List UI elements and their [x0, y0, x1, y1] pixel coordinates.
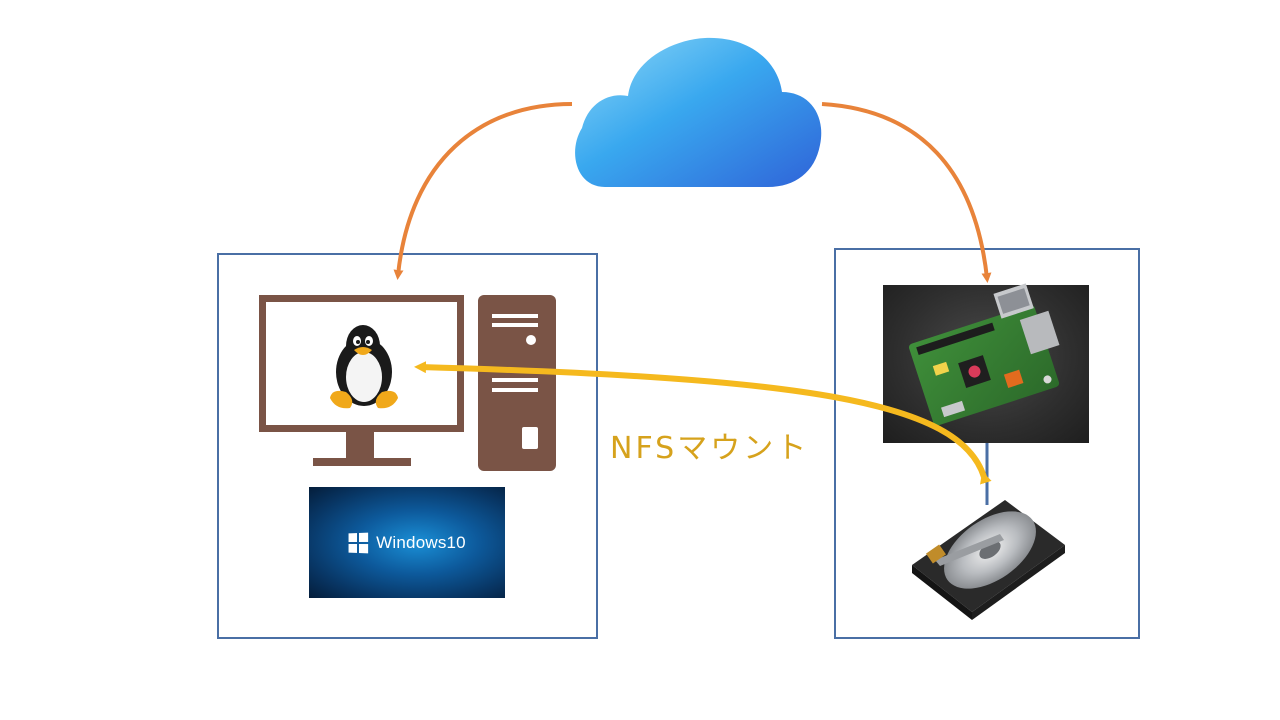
nfs-mount-label: NFSマウント — [610, 431, 810, 466]
cloud-icon — [575, 37, 822, 187]
desktop-computer-icon — [259, 295, 556, 471]
windows-logo-icon: Windows10 — [309, 487, 505, 598]
hard-disk-drive-icon — [912, 500, 1065, 620]
cloud-to-pi-arrow — [821, 102, 992, 283]
windows-logo-text: Windows10 — [376, 532, 466, 552]
raspberry-pi-board-icon — [909, 283, 1060, 426]
cloud-to-pc-arrow — [393, 102, 573, 280]
nfs-mount-arrow — [414, 361, 992, 485]
linux-penguin-icon — [330, 325, 398, 409]
